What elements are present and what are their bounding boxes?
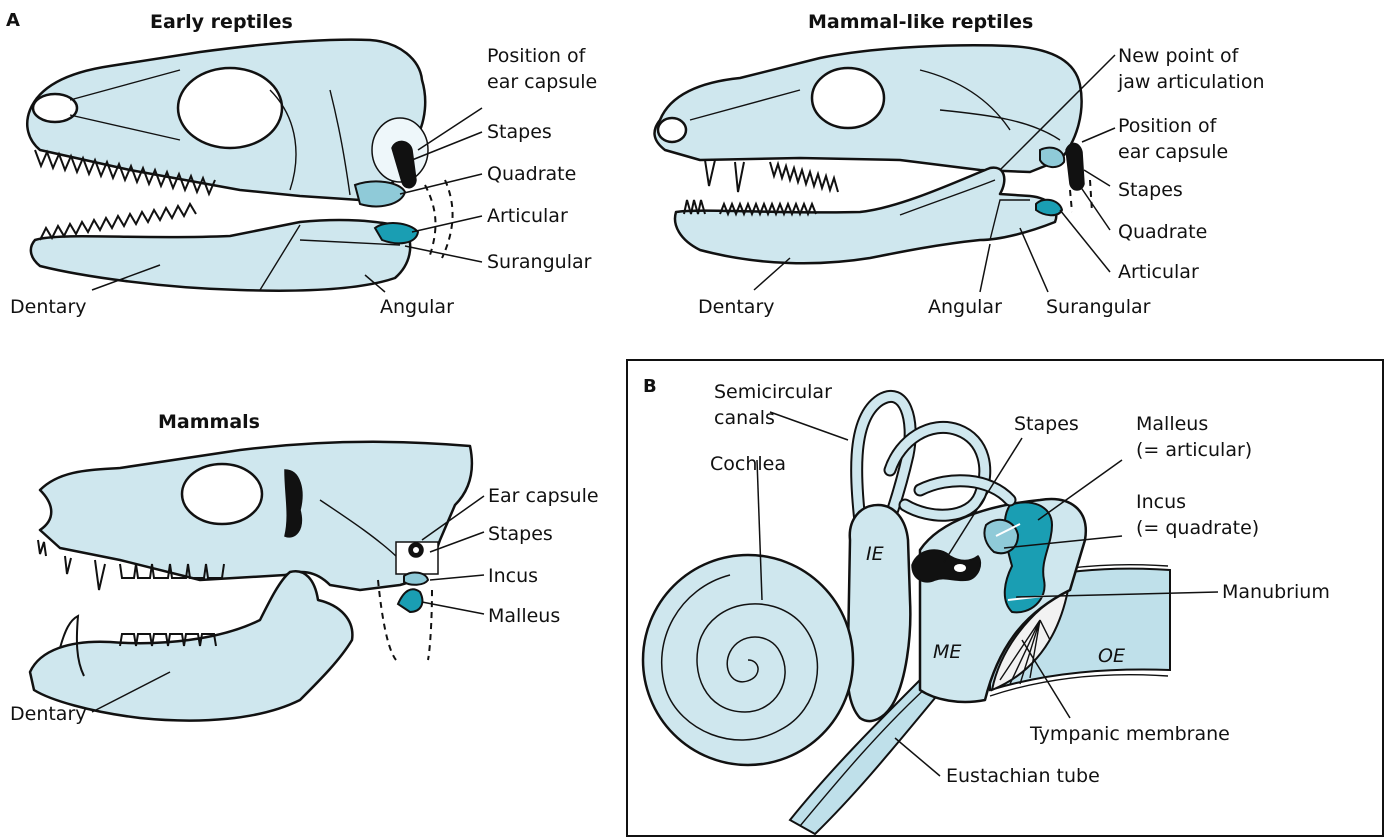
mammal-like-ear-capsule-label-1: Position of [1118, 115, 1218, 137]
mammal-like-articular-label: Articular [1118, 261, 1199, 283]
early-angular-label: Angular [380, 296, 454, 318]
tympanic-membrane-label: Tympanic membrane [1029, 723, 1230, 745]
incus-bone [984, 520, 1018, 553]
mammals-figure: Mammals Ear capsule Stapes Incus Malleus… [10, 411, 599, 725]
semicircular-label-2: canals [714, 407, 775, 429]
mammal-like-angular-label: Angular [928, 296, 1002, 318]
mammal-like-stapes [1066, 143, 1084, 190]
mammals-malleus-label: Malleus [488, 605, 560, 627]
early-leader-articular [412, 216, 482, 232]
mammal-like-quadrate [1040, 148, 1064, 167]
mammal-like-leader-quadrate [1080, 186, 1110, 230]
incus-label-2: (= quadrate) [1136, 517, 1259, 539]
panel-b-ear-figure: B [627, 360, 1383, 836]
mammal-like-lower-jaw [675, 168, 1056, 264]
early-leader-ear-capsule [418, 108, 482, 150]
mammals-lower-jaw [30, 571, 352, 720]
early-quadrate-label: Quadrate [487, 163, 576, 185]
mammal-like-leader-surangular [1020, 228, 1048, 292]
mammal-like-nostril [658, 118, 686, 142]
mammal-like-ear-capsule-label-2: ear capsule [1118, 141, 1228, 163]
middle-ear-label: ME [933, 641, 961, 663]
mammal-like-orbit [812, 68, 884, 128]
mammals-ear-capsule-label: Ear capsule [488, 485, 599, 507]
stapes-label: Stapes [1014, 413, 1079, 435]
mammal-like-stapes-label: Stapes [1118, 179, 1183, 201]
early-orbit [178, 68, 282, 148]
inner-ear-label: IE [866, 543, 884, 565]
mammal-like-new-point-label-2: jaw articulation [1117, 71, 1265, 93]
mammals-temporal-shadow [285, 470, 302, 537]
early-nostril [33, 94, 77, 122]
malleus-label-2: (= articular) [1136, 439, 1252, 461]
mammal-like-leader-angular [980, 244, 990, 292]
eustachian-tube-label: Eustachian tube [946, 765, 1100, 787]
early-articular [375, 223, 418, 243]
early-quadrate [355, 181, 405, 206]
manubrium-label: Manubrium [1222, 581, 1330, 603]
early-reptiles-title: Early reptiles [150, 11, 293, 33]
mammals-stapes-label: Stapes [488, 523, 553, 545]
incus-label-1: Incus [1136, 491, 1186, 513]
mammal-like-surangular-label: Surangular [1046, 296, 1151, 318]
mammal-like-reptiles-figure: Mammal-like reptiles New point of jaw ar… [655, 11, 1265, 318]
early-ear-capsule-label-1: Position of [487, 45, 587, 67]
malleus-label-1: Malleus [1136, 413, 1208, 435]
mammal-like-quadrate-label: Quadrate [1118, 221, 1207, 243]
outer-ear-label: OE [1098, 645, 1125, 667]
mammals-stapes-hole [413, 547, 419, 553]
panel-a-letter: A [6, 10, 20, 31]
mammal-like-articular [1036, 200, 1062, 216]
early-lower-teeth [40, 204, 196, 240]
stapes-hole [954, 564, 966, 572]
mammal-like-upper-teeth [705, 160, 838, 192]
mammals-title: Mammals [158, 411, 260, 433]
inner-ear-vestibule [847, 505, 910, 721]
mammals-orbit [182, 464, 262, 524]
mammal-like-new-point-label-1: New point of [1118, 45, 1240, 67]
early-dashed-outline [425, 180, 453, 258]
mammals-incus [404, 573, 428, 585]
mammals-leader-incus [430, 575, 484, 580]
early-dentary-label: Dentary [10, 296, 87, 318]
cochlea-label: Cochlea [710, 453, 786, 475]
early-articular-label: Articular [487, 205, 568, 227]
mammals-dentary-label: Dentary [10, 703, 87, 725]
early-stapes-label: Stapes [487, 121, 552, 143]
mammal-like-leader-ear-capsule [1082, 128, 1115, 142]
mammals-malleus [398, 589, 422, 612]
early-leader-surangular [405, 246, 482, 262]
mammals-incus-label: Incus [488, 565, 538, 587]
panel-b-letter: B [643, 376, 657, 397]
mammal-like-leader-stapes [1084, 170, 1110, 186]
mammal-like-dentary-label: Dentary [698, 296, 775, 318]
mammal-like-title: Mammal-like reptiles [808, 11, 1033, 33]
early-surangular-label: Surangular [487, 251, 592, 273]
semicircular-label-1: Semicircular [714, 381, 832, 403]
early-ear-capsule-label-2: ear capsule [487, 71, 597, 93]
early-reptiles-figure: A Early reptiles Position of ear capsule… [6, 10, 597, 318]
